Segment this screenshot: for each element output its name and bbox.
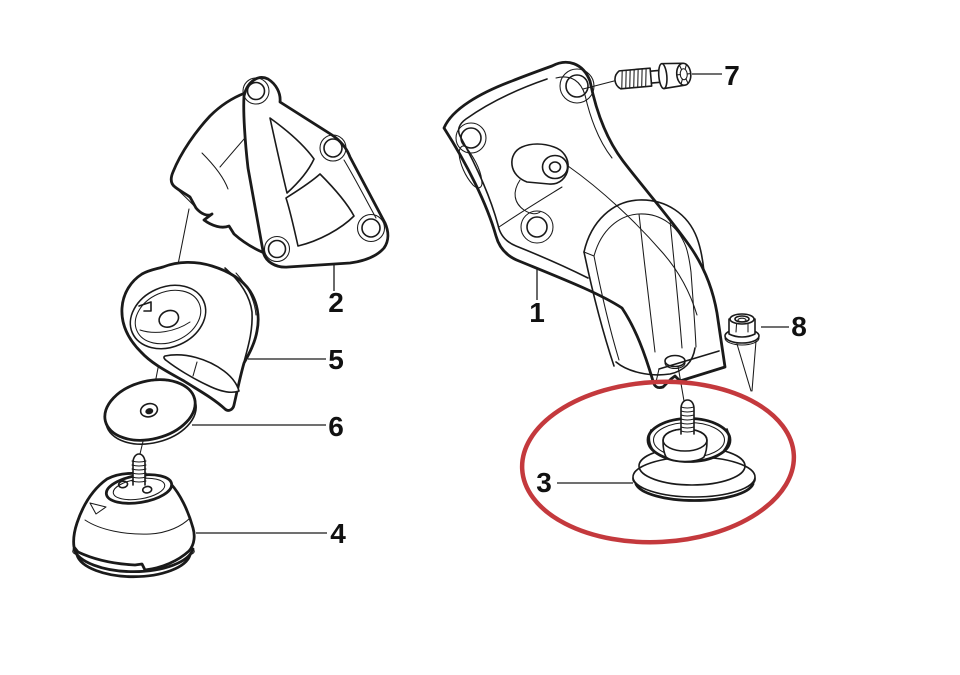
part-2-engine-bracket <box>169 76 390 269</box>
bushing-hole <box>548 161 562 173</box>
label-6: 6 <box>192 411 344 442</box>
part-number: 4 <box>330 518 346 549</box>
foot-top-edge <box>658 350 720 370</box>
part-number: 3 <box>536 467 552 498</box>
label-3: 3 <box>536 467 633 498</box>
bolt-hole <box>526 216 548 238</box>
label-7: 7 <box>692 60 740 91</box>
bracket-outline <box>442 61 727 390</box>
part-5-covering-cap <box>120 260 260 412</box>
cap-slot <box>163 354 240 393</box>
part-number: 1 <box>529 297 545 328</box>
bolt-hole <box>267 239 287 259</box>
bolt-hole <box>246 81 266 101</box>
cap-dome-rings <box>129 284 207 350</box>
bolt-hole <box>460 127 482 149</box>
bolt-hole <box>323 138 343 158</box>
mount-top-hole <box>141 485 153 494</box>
mount-stud <box>680 399 695 435</box>
bolt-hole <box>361 218 381 238</box>
bolt-flange <box>657 62 668 90</box>
bracket-window-upper <box>269 117 315 194</box>
bracket-side-web <box>169 91 264 254</box>
part-number: 5 <box>328 344 344 375</box>
bracket-front-plate <box>242 76 390 269</box>
bolt-hole <box>565 74 589 98</box>
cap-center-hole <box>158 309 180 328</box>
bracket-window-lower <box>285 173 355 247</box>
part-8-flange-nut <box>724 313 760 392</box>
highlight-ellipse <box>519 379 797 545</box>
mount-ear <box>723 428 730 451</box>
mount-ear <box>648 429 655 452</box>
label-8: 8 <box>761 311 807 342</box>
cap-hook-mark <box>138 301 152 312</box>
part-number: 7 <box>724 60 740 91</box>
channel-arch <box>583 199 705 273</box>
part-4-engine-mount <box>72 453 196 579</box>
part-6-washer <box>103 378 197 445</box>
part-labels: 1 2 3 4 5 6 7 8 <box>192 60 807 549</box>
part-7-torx-bolt <box>582 62 692 90</box>
washer-hole <box>139 402 159 418</box>
part-number: 6 <box>328 411 344 442</box>
mount-top-hole <box>117 480 129 489</box>
part-3-engine-mount <box>632 399 756 502</box>
bushing <box>511 143 569 185</box>
part-number: 2 <box>328 287 344 318</box>
mount-flag-mark <box>89 502 107 515</box>
label-2: 2 <box>328 264 344 318</box>
label-4: 4 <box>196 518 346 549</box>
part-1-supporting-bracket <box>442 61 727 390</box>
label-5: 5 <box>248 344 344 375</box>
label-1: 1 <box>529 269 545 328</box>
part-number: 8 <box>791 311 807 342</box>
